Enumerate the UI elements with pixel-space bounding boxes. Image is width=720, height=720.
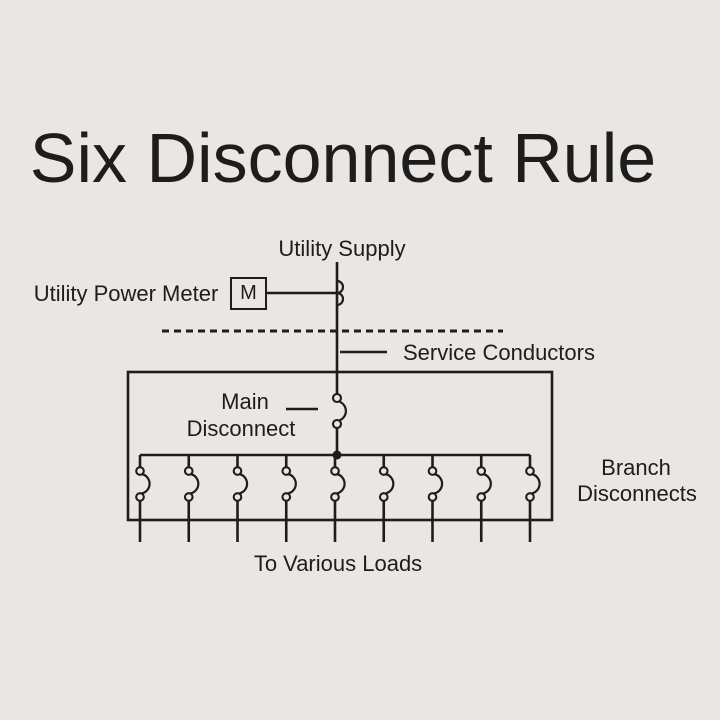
branch-disconnects-label-line2: Disconnects [577, 480, 697, 506]
utility-supply-label: Utility Supply [278, 235, 406, 261]
branch-disconnect-switch-icon [183, 455, 200, 542]
page-title: Six Disconnect Rule [29, 119, 657, 197]
utility-power-meter-label: Utility Power Meter [33, 280, 219, 306]
branch-disconnect-switch-icon [281, 455, 297, 542]
branch-disconnect-switch-icon [330, 455, 346, 542]
main-disconnect-label-line2: Disconnect [186, 415, 296, 441]
meter-box: M [230, 277, 267, 310]
branch-disconnect-switch-icon [525, 455, 541, 542]
panel-enclosure [126, 370, 554, 522]
to-various-loads-label: To Various Loads [253, 550, 423, 576]
meter-coil-icon [336, 279, 345, 307]
branch-disconnect-switch-icon [378, 455, 395, 542]
service-conductors-label: Service Conductors [403, 339, 595, 365]
meter-symbol-label: M [240, 282, 257, 304]
main-disconnect-label-line1: Main [221, 388, 269, 414]
branch-disconnect-switch-icon [476, 455, 492, 542]
branch-disconnects-group [135, 455, 541, 542]
branch-disconnects-label-line1: Branch [601, 454, 671, 480]
branch-disconnect-switch-icon [232, 455, 249, 542]
main-disconnect-switch-icon [331, 392, 347, 455]
branch-disconnect-switch-icon [427, 455, 444, 542]
branch-disconnect-switch-icon [135, 455, 151, 542]
